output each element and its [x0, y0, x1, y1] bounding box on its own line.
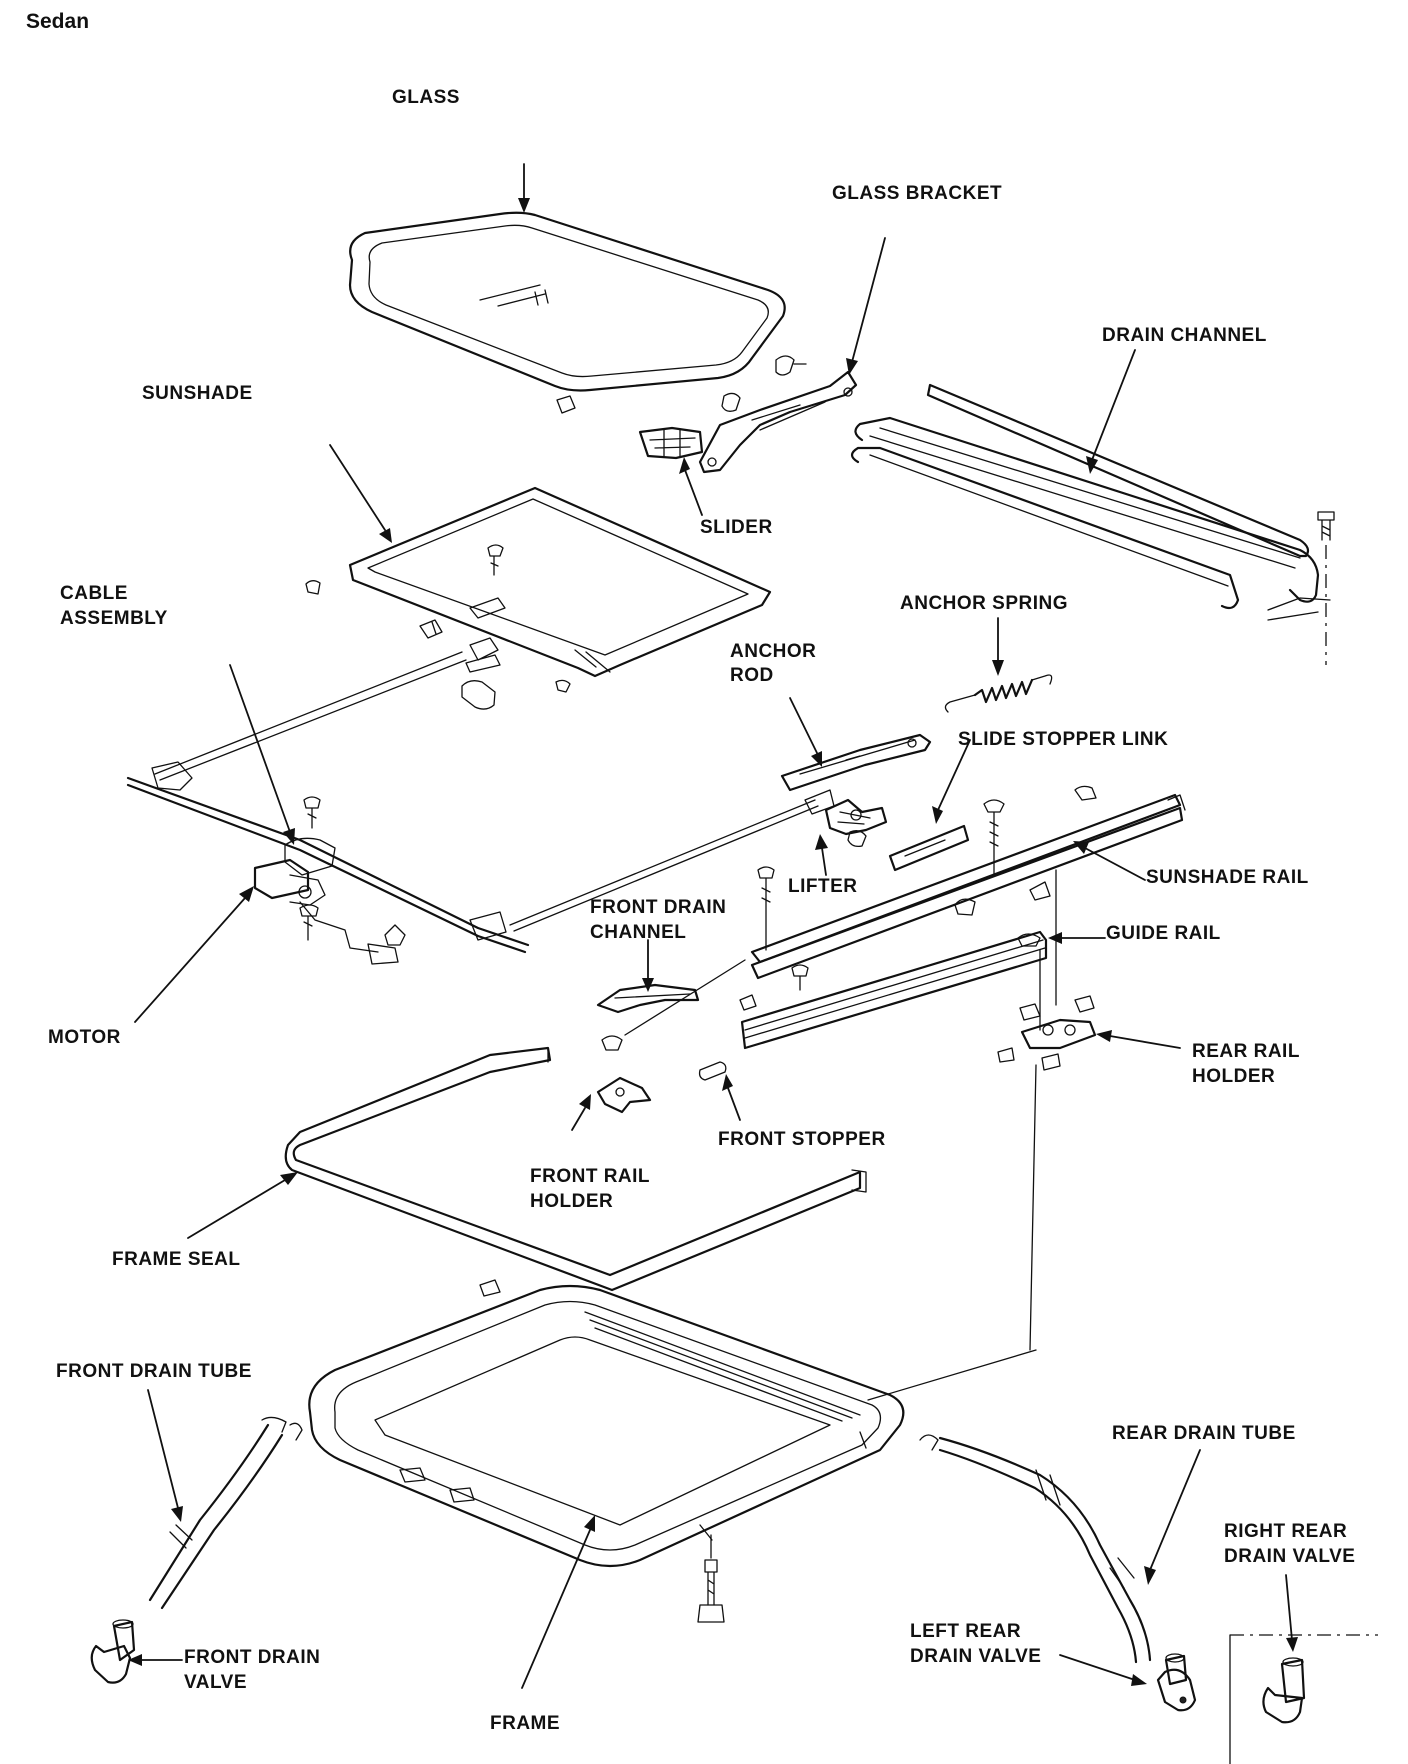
anchor-rod-part — [780, 733, 932, 792]
label-front-drain-tube: FRONT DRAIN TUBE — [56, 1361, 252, 1382]
label-slider: SLIDER — [700, 517, 773, 538]
sunshade-rail-part — [750, 785, 1186, 980]
label-glass-bracket: GLASS BRACKET — [832, 183, 1003, 204]
glass-panel — [348, 211, 786, 392]
label-glass: GLASS — [392, 87, 460, 108]
label-drain-channel: DRAIN CHANNEL — [1102, 325, 1267, 346]
label-sunshade-rail: SUNSHADE RAIL — [1146, 867, 1309, 888]
screw-icon — [1317, 511, 1335, 541]
screw-icon — [487, 544, 504, 576]
label-motor: MOTOR — [48, 1027, 121, 1048]
rear-rail-holder-part — [997, 995, 1097, 1071]
frame-seal-part — [284, 1046, 867, 1292]
label-frame: FRAME — [490, 1713, 561, 1734]
label-anchor-rod-2: ROD — [730, 665, 774, 686]
label-front-rail-holder-2: HOLDER — [530, 1191, 614, 1212]
label-cable-assembly-1: CABLE — [60, 583, 128, 604]
front-stopper-part — [698, 1061, 727, 1081]
glass-bracket-part — [698, 355, 858, 474]
label-rear-rail-holder-2: HOLDER — [1192, 1066, 1276, 1087]
sunshade-panel — [348, 486, 772, 678]
label-front-drain-valve-1: FRONT DRAIN — [184, 1647, 321, 1668]
front-rail-holder-part — [596, 1035, 652, 1114]
diagram-title: Sedan — [26, 10, 90, 33]
motor-part — [253, 796, 406, 965]
glass-pad-icon — [556, 395, 576, 414]
label-right-rear-drain-valve-1: RIGHT REAR — [1224, 1521, 1348, 1542]
bolt-icon — [697, 1559, 725, 1623]
label-frame-seal: FRAME SEAL — [112, 1249, 241, 1270]
screw-icon — [757, 799, 1005, 951]
frame-part — [308, 1279, 905, 1568]
drain-channel-part — [850, 383, 1331, 621]
anchor-spring-part — [944, 674, 1053, 713]
label-left-rear-drain-valve-1: LEFT REAR — [910, 1621, 1022, 1642]
slide-stopper-link-part — [888, 824, 970, 872]
clip-icon — [305, 580, 571, 710]
label-anchor-spring: ANCHOR SPRING — [900, 593, 1069, 614]
right-rear-drain-valve-part — [1262, 1657, 1306, 1724]
label-cable-assembly-2: ASSEMBLY — [60, 608, 168, 629]
cable-assembly-part — [126, 637, 835, 954]
label-front-drain-valve-2: VALVE — [184, 1672, 248, 1693]
label-lifter: LIFTER — [788, 876, 858, 897]
front-drain-valve-part — [90, 1619, 136, 1684]
label-slide-stopper-link: SLIDE STOPPER LINK — [958, 729, 1169, 750]
label-left-rear-drain-valve-2: DRAIN VALVE — [910, 1646, 1042, 1667]
label-front-rail-holder-1: FRONT RAIL — [530, 1166, 651, 1187]
lifter-part — [824, 798, 888, 848]
guide-rail-part — [740, 930, 1048, 1050]
label-rear-drain-tube: REAR DRAIN TUBE — [1112, 1423, 1296, 1444]
label-right-rear-drain-valve-2: DRAIN VALVE — [1224, 1546, 1356, 1567]
rear-drain-tube-part — [919, 1434, 1152, 1664]
inset-box — [1229, 1634, 1378, 1764]
label-anchor-rod-1: ANCHOR — [730, 641, 817, 662]
left-rear-drain-valve-part — [1156, 1653, 1197, 1712]
label-sunshade: SUNSHADE — [142, 383, 253, 404]
label-front-drain-channel-1: FRONT DRAIN — [590, 897, 727, 918]
front-drain-channel-part — [596, 983, 700, 1014]
clip-icon — [739, 881, 1051, 1011]
front-drain-tube-part — [148, 1416, 303, 1610]
label-front-drain-channel-2: CHANNEL — [590, 922, 687, 943]
label-guide-rail: GUIDE RAIL — [1106, 923, 1221, 944]
slider-part — [638, 426, 704, 460]
label-rear-rail-holder-1: REAR RAIL — [1192, 1041, 1300, 1062]
label-front-stopper: FRONT STOPPER — [718, 1129, 886, 1150]
